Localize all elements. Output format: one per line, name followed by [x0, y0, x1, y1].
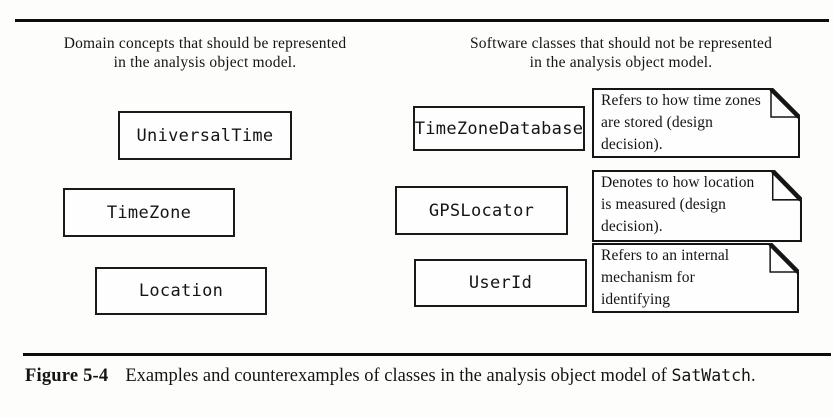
left-header-line2: in the analysis object model.	[113, 53, 297, 71]
dog-ear-note-icon	[592, 170, 802, 242]
left-column-header: Domain concepts that should be represent…	[40, 35, 370, 72]
class-box-timezonedatabase: TimeZoneDatabase	[413, 106, 585, 151]
note-timezonedatabase: Refers to how time zones are stored (des…	[592, 88, 800, 158]
caption-label: Figure 5-4	[25, 366, 109, 386]
class-box-timezone: TimeZone	[63, 188, 235, 237]
dog-ear-note-icon	[592, 243, 799, 313]
note-line: is measured (design	[601, 196, 727, 213]
note-line: decision).	[601, 136, 663, 153]
note-line: are stored (design	[601, 114, 713, 131]
right-header-line2: in the analysis object model.	[529, 53, 713, 71]
caption-code: SatWatch	[671, 366, 751, 385]
class-box-userid: UserId	[414, 259, 587, 307]
top-rule	[15, 19, 829, 22]
figure-caption: Figure 5-4 Examples and counterexamples o…	[25, 366, 825, 387]
note-line: Denotes to how location	[601, 174, 755, 191]
note-line: decision).	[601, 218, 663, 235]
note-line: Refers to how time zones	[601, 92, 761, 109]
class-box-gpslocator: GPSLocator	[395, 186, 568, 235]
note-gpslocator: Denotes to how location is measured (des…	[592, 170, 802, 242]
left-header-line1: Domain concepts that should be represent…	[63, 35, 347, 52]
caption-text: Examples and counterexamples of classes …	[125, 366, 672, 386]
caption-period: .	[750, 366, 756, 386]
right-column-header: Software classes that should not be repr…	[456, 35, 786, 72]
note-line: mechanism for	[601, 269, 695, 286]
note-line: identifying	[601, 291, 671, 308]
right-header-line1: Software classes that should not be repr…	[469, 35, 773, 52]
note-userid: Refers to an internal mechanism for iden…	[592, 243, 799, 313]
bottom-rule	[23, 353, 831, 356]
class-box-location: Location	[95, 267, 267, 315]
class-box-universaltime: UniversalTime	[118, 111, 292, 160]
dog-ear-note-icon	[592, 88, 800, 158]
note-line: Refers to an internal	[601, 247, 730, 264]
